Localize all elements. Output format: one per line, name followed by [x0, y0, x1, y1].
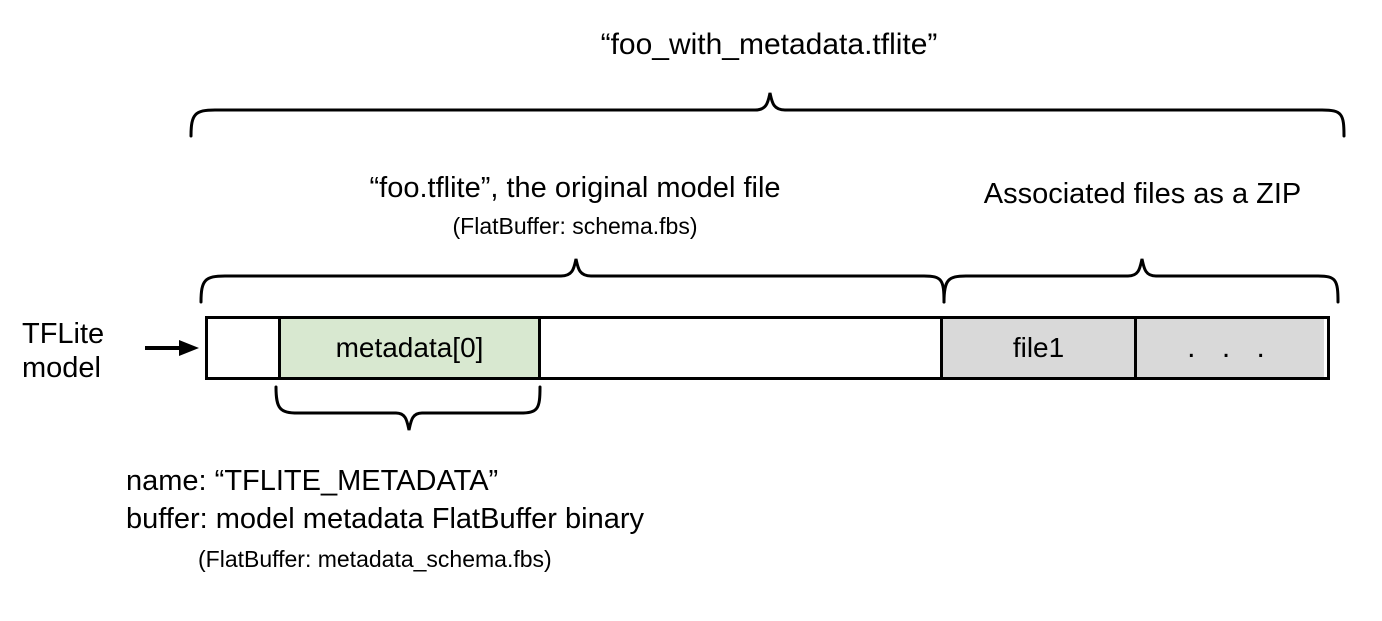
cell-metadata-0-label: metadata[0]	[335, 332, 484, 363]
cell-more-files-label: . . .	[1187, 331, 1274, 364]
brace-whole-file	[189, 92, 1346, 138]
zip-section-caption: Associated files as a ZIP	[983, 178, 1302, 210]
metadata-detail-caption: name: “TFLITE_METADATA” buffer: model me…	[126, 462, 644, 578]
brace-metadata-detail	[274, 385, 542, 431]
cell-model-body	[538, 319, 940, 377]
arrow-right-icon	[145, 338, 201, 358]
diagram-title-text: “foo_with_metadata.tflite”	[600, 28, 938, 61]
cell-file1: file1	[940, 319, 1134, 377]
model-section-caption: “foo.tflite”, the original model file	[369, 172, 781, 204]
metadata-caption-line3: (FlatBuffer: metadata_schema.fbs)	[198, 546, 552, 572]
cell-metadata-0: metadata[0]	[278, 319, 538, 377]
tflite-model-label: TFLite model	[22, 318, 105, 384]
brace-zip-files	[942, 258, 1340, 304]
metadata-caption-line1: name: “TFLITE_METADATA”	[126, 465, 499, 497]
metadata-caption-line2: buffer: model metadata FlatBuffer binary	[126, 503, 644, 535]
model-section-subcaption: (FlatBuffer: schema.fbs)	[452, 213, 698, 239]
diagram-title: “foo_with_metadata.tflite”	[0, 28, 1382, 63]
cell-file1-label: file1	[1012, 332, 1065, 363]
tflite-model-bar: metadata[0] file1 . . .	[205, 316, 1330, 380]
brace-model-file	[199, 258, 946, 304]
cell-blank-leading	[208, 319, 278, 377]
cell-more-files: . . .	[1134, 319, 1324, 377]
